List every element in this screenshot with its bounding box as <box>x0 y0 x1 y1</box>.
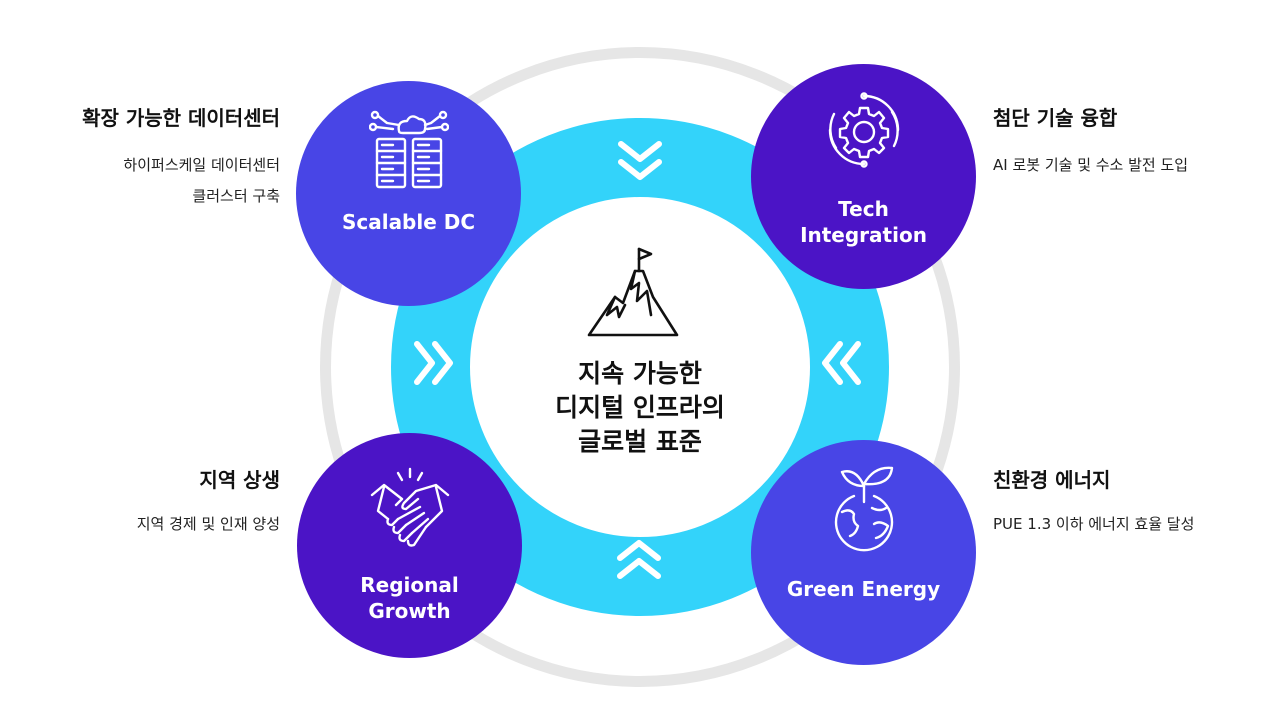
circle-title-line2: Growth <box>368 599 451 623</box>
center-title-line1: 지속 가능한 <box>578 359 702 388</box>
desc-green-energy: PUE 1.3 이하 에너지 효율 달성 <box>993 515 1195 533</box>
mountain-flag-icon <box>587 247 679 337</box>
center-title: 지속 가능한 디지털 인프라의 글로벌 표준 <box>515 357 765 459</box>
circle-title-tech-integration: Tech Integration <box>751 196 976 248</box>
desc-scalable-datacenter: 하이퍼스케일 데이터센터 클러스터 구축 <box>123 150 280 212</box>
tech-integration-circle: Tech Integration <box>751 64 976 289</box>
scalable-dc-circle: Scalable DC <box>296 81 521 306</box>
desc-tech-integration: AI 로봇 기술 및 수소 발전 도입 <box>993 156 1189 174</box>
circle-title-green-energy: Green Energy <box>786 577 941 601</box>
sprout-globe-icon <box>834 466 893 552</box>
server-cloud-icon <box>368 110 449 189</box>
heading-regional-growth: 지역 상생 <box>199 468 280 492</box>
center-title-line3: 글로벌 표준 <box>578 427 702 456</box>
gear-icon <box>828 92 899 168</box>
regional-growth-circle: Regional Growth <box>297 433 522 658</box>
chevron-up-icon <box>617 540 661 579</box>
center-title-line2: 디지털 인프라의 <box>555 393 725 422</box>
outer-gray-ring <box>320 47 960 687</box>
circle-title-scalable-dc: Scalable DC <box>341 210 476 234</box>
chevron-down-icon <box>618 141 662 180</box>
heading-scalable-datacenter: 확장 가능한 데이터센터 <box>82 106 280 130</box>
chevron-left-icon <box>822 341 861 385</box>
desc-line2: 클러스터 구축 <box>192 187 280 205</box>
desc-line1: 하이퍼스케일 데이터센터 <box>123 156 280 174</box>
heading-tech-integration: 첨단 기술 융합 <box>993 106 1118 130</box>
handshake-icon <box>370 467 449 547</box>
green-energy-circle: Green Energy <box>751 440 976 665</box>
circle-title-line1: Tech <box>838 197 889 221</box>
chevron-right-icon <box>414 341 453 385</box>
circle-title-line1: Regional <box>360 573 459 597</box>
heading-green-energy: 친환경 에너지 <box>993 468 1111 492</box>
circle-title-line2: Integration <box>800 223 927 247</box>
circle-title-regional-growth: Regional Growth <box>297 572 522 624</box>
desc-regional-growth: 지역 경제 및 인재 양성 <box>136 515 280 533</box>
